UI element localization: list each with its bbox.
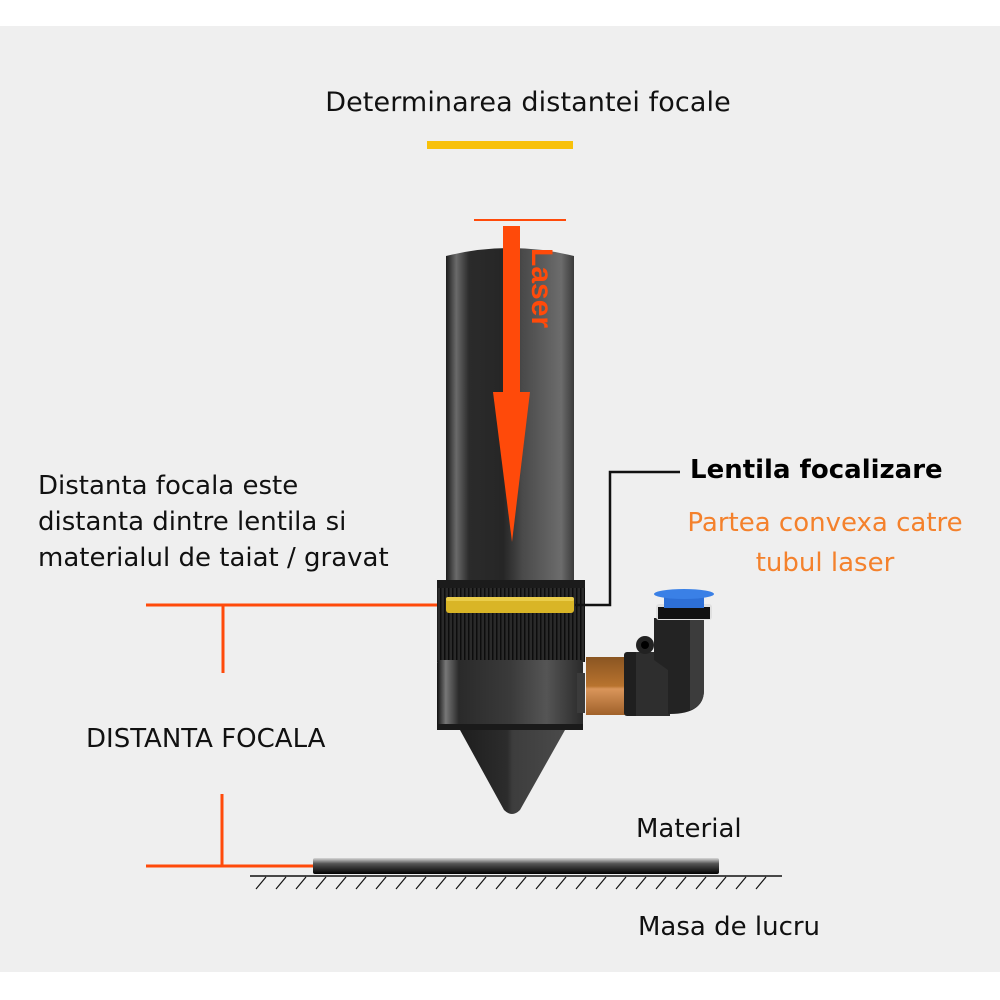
lens-pointer-line <box>575 470 680 607</box>
material-sheet <box>313 858 719 874</box>
focal-distance-description: Distanta focala este distanta dintre len… <box>38 468 389 576</box>
material-label: Material <box>636 814 742 844</box>
lens-orientation-note: Partea convexa catre tubul laser <box>660 503 990 583</box>
laser-arrow-icon <box>493 226 530 542</box>
nozzle-cone <box>460 730 565 814</box>
description-line: materialul de taiat / gravat <box>38 543 389 573</box>
lens-note-line: Partea convexa catre <box>687 508 963 538</box>
work-table <box>250 875 782 890</box>
brass-connector <box>586 657 626 715</box>
description-line: Distanta focala este <box>38 471 299 501</box>
air-fitting <box>577 589 714 716</box>
title-underline <box>427 141 573 149</box>
blue-collet <box>654 589 714 599</box>
work-table-label: Masa de lucru <box>638 912 821 942</box>
description-line: distanta dintre lentila si <box>38 507 347 537</box>
lens-label: Lentila focalizare <box>690 455 943 485</box>
laser-label: Laser <box>525 248 558 328</box>
nozzle-body <box>437 660 583 728</box>
lens-holder-ring <box>437 580 585 662</box>
focal-distance-dimension <box>146 603 437 868</box>
diagram-title: Determinarea distantei focale <box>325 87 731 118</box>
focal-distance-label: DISTANTA FOCALA <box>86 724 326 754</box>
lens-note-line: tubul laser <box>755 548 895 578</box>
